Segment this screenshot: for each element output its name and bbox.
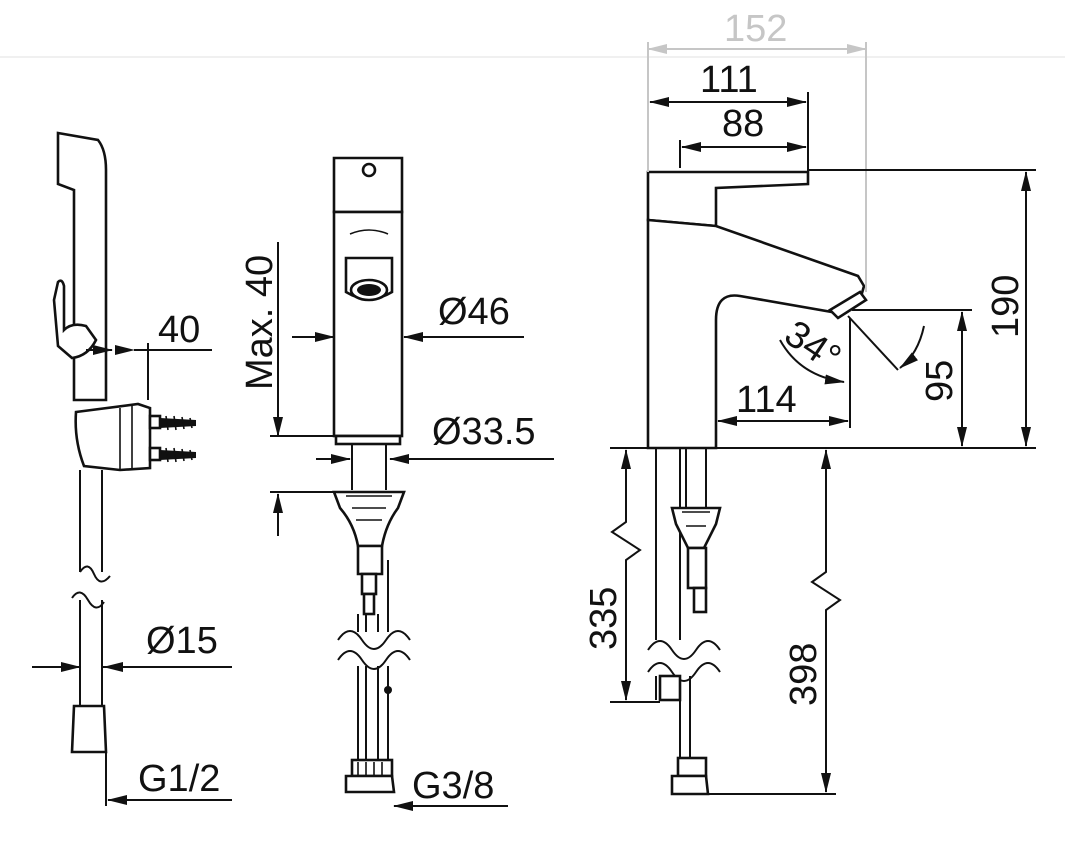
svg-text:190: 190	[985, 275, 1027, 338]
faucet-side-view: 152 111 88 114 190	[583, 8, 1036, 796]
dim-outlet-height: 95	[852, 309, 972, 447]
svg-text:Ø33.5: Ø33.5	[432, 411, 536, 453]
hand-shower-view: 40 Ø15 G1/2	[32, 131, 232, 806]
dim-hose-length-long: 398	[708, 449, 842, 795]
svg-text:G1/2: G1/2	[138, 758, 220, 800]
dim-max-deck: Max. 40	[239, 242, 336, 536]
dim-handshower-outlet: 40	[86, 309, 212, 400]
svg-text:335: 335	[583, 587, 625, 650]
dim-shank-diameter: Ø33.5	[316, 411, 554, 464]
hose-nut	[70, 704, 108, 754]
dim-hose-thread: G1/2	[107, 758, 232, 805]
aerator	[344, 256, 394, 302]
side-pipes	[647, 448, 722, 796]
dim-hose-diameter: Ø15	[32, 620, 232, 672]
dim-hose-length-short: 335	[583, 447, 660, 703]
dim-lever-depth: 111	[649, 59, 809, 172]
dim-body-diameter: Ø46	[292, 291, 524, 342]
wall-bracket	[74, 402, 152, 472]
dim-total-height: 190	[716, 169, 1036, 449]
svg-text:95: 95	[919, 360, 961, 402]
svg-text:40: 40	[158, 309, 200, 351]
svg-text:Ø46: Ø46	[438, 291, 510, 333]
svg-text:Max. 40: Max. 40	[239, 255, 281, 390]
svg-text:88: 88	[722, 103, 764, 145]
side-body-spout	[646, 218, 866, 450]
dim-supply-thread: G3/8	[393, 765, 508, 811]
side-lever	[646, 170, 810, 228]
faucet-body	[332, 210, 404, 438]
shower-lever	[52, 279, 98, 360]
dim-spout-reach: 114	[717, 318, 851, 428]
svg-text:Ø15: Ø15	[146, 620, 218, 662]
svg-text:152: 152	[724, 8, 787, 50]
svg-text:111: 111	[700, 59, 758, 101]
svg-text:G3/8: G3/8	[412, 765, 494, 807]
shower-head	[56, 131, 108, 402]
dim-overall-depth: 152	[647, 8, 867, 292]
shower-hose	[71, 470, 111, 706]
faucet-front-view: Max. 40 Ø46 Ø33.5 G3/8	[239, 156, 554, 811]
shank-and-pipes	[332, 444, 411, 794]
dim-lever-depth-inner: 88	[679, 103, 807, 168]
svg-text:398: 398	[783, 643, 825, 706]
wall-screws	[148, 414, 196, 463]
svg-text:34°: 34°	[777, 313, 848, 380]
svg-text:114: 114	[736, 379, 797, 421]
